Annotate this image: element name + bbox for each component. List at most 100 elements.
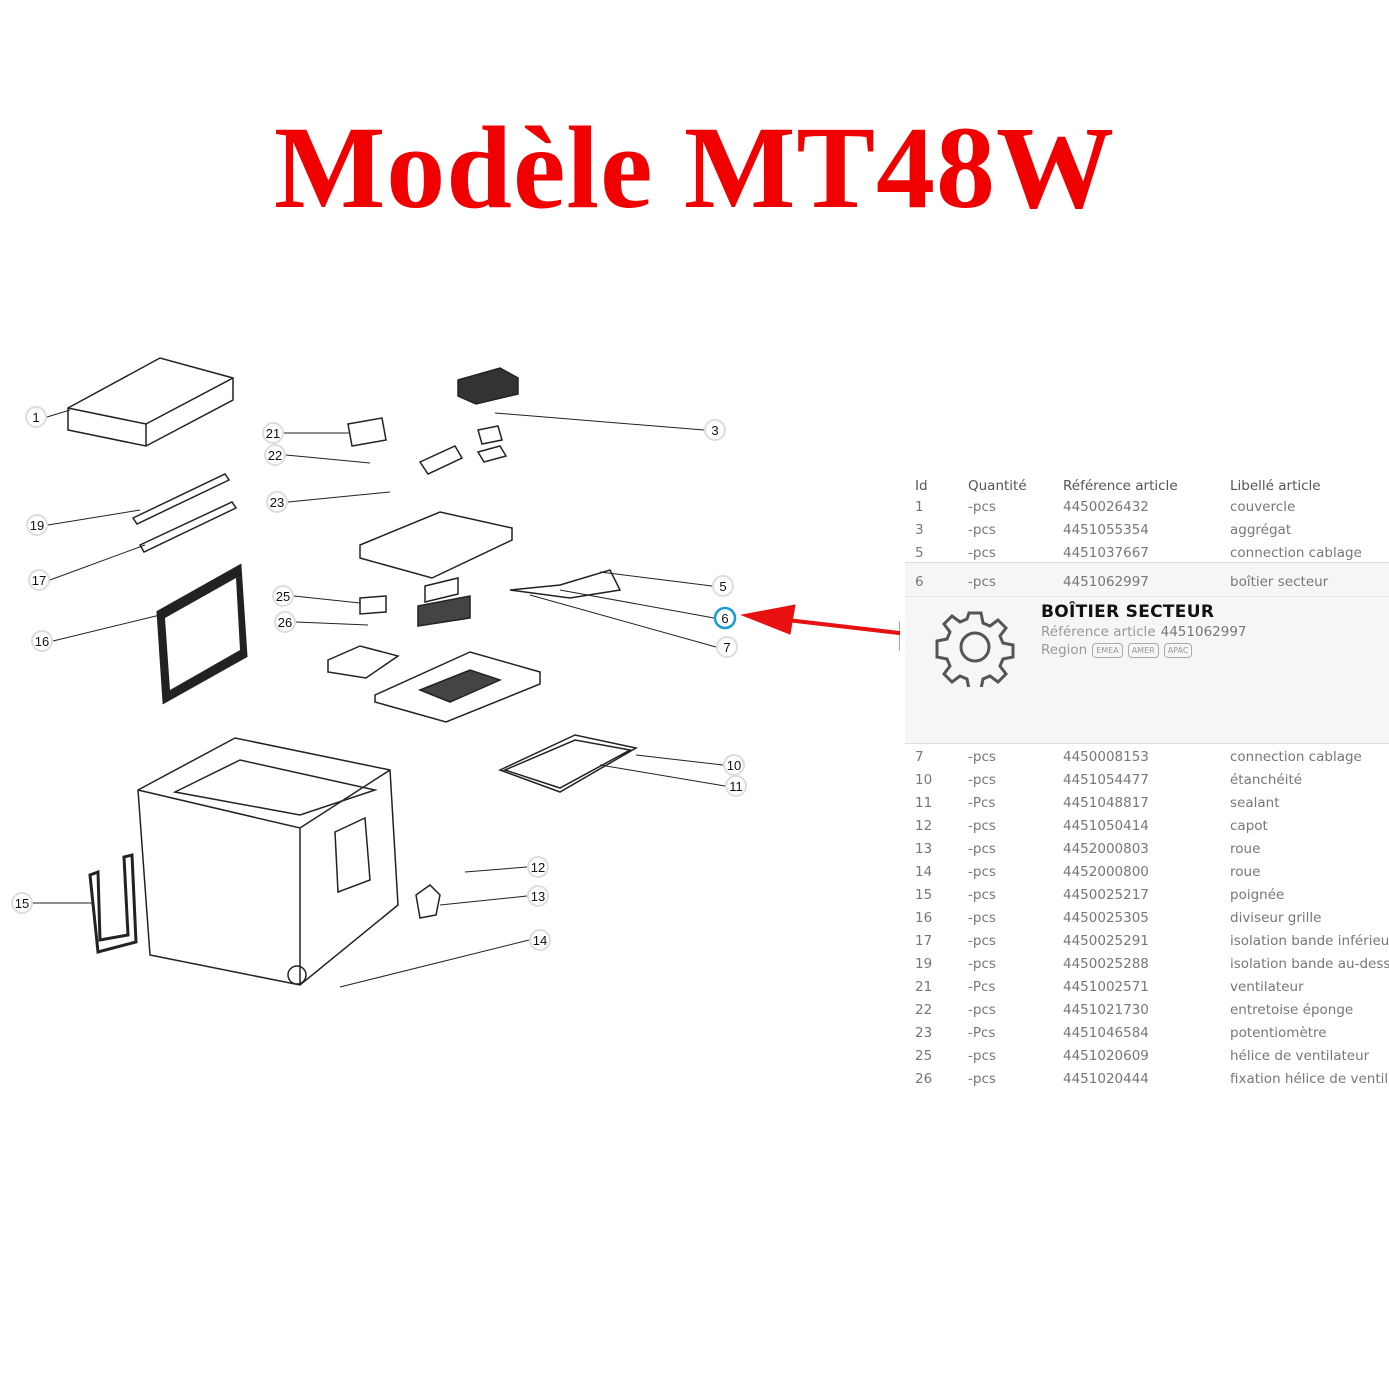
callout-17[interactable]: 17 — [28, 569, 50, 591]
callout-3[interactable]: 3 — [704, 419, 726, 441]
callout-circle — [712, 575, 734, 597]
callout-number: 23 — [270, 495, 284, 510]
callout-number: 26 — [278, 615, 292, 630]
ref-label: Référence article — [1041, 624, 1156, 640]
header-label[interactable]: Libellé article — [1230, 478, 1321, 494]
cell-label: diviseur grille — [1230, 910, 1322, 926]
parts-drawing — [67, 357, 639, 986]
cell-label: aggrégat — [1230, 522, 1292, 538]
cell-ref: 4450025305 — [1063, 910, 1149, 926]
cell-qty: -pcs — [968, 841, 996, 857]
callout-10[interactable]: 10 — [723, 754, 745, 776]
callout-11[interactable]: 11 — [725, 775, 747, 797]
page-title: Modèle MT48W — [273, 102, 1116, 233]
callout-13[interactable]: 13 — [527, 885, 549, 907]
part-strip-top — [131, 473, 231, 525]
header-ref[interactable]: Référence article — [1063, 478, 1178, 494]
callout-circle — [31, 630, 53, 652]
callout-19[interactable]: 19 — [26, 514, 48, 536]
cell-id: 23 — [915, 1025, 933, 1041]
callout-circle — [11, 892, 33, 914]
table-row-selected[interactable]: 6 -pcs 4451062997 boîtier secteur — [905, 563, 1389, 597]
cell-qty: -pcs — [968, 1071, 996, 1087]
callout-5[interactable]: 5 — [712, 575, 734, 597]
cell-ref: 4451037667 — [1063, 545, 1149, 561]
callout-14[interactable]: 14 — [529, 929, 551, 951]
cell-qty: -pcs — [968, 910, 996, 926]
callout-number: 19 — [30, 518, 44, 533]
callout-6[interactable]: 6 — [713, 606, 737, 630]
callout-1[interactable]: 1 — [25, 406, 47, 428]
part-aggregate — [457, 367, 519, 405]
header-id[interactable]: Id — [915, 478, 928, 494]
callout-circle — [266, 491, 288, 513]
cell-ref: 4451002571 — [1063, 979, 1149, 995]
cell-id: 21 — [915, 979, 933, 995]
cell-qty: -pcs — [968, 818, 996, 834]
callout-number: 3 — [711, 423, 718, 438]
part-regions: Region EMEA AMER APAC — [1041, 642, 1193, 658]
cell-ref: 4451054477 — [1063, 772, 1149, 788]
cell-ref: 4450025291 — [1063, 933, 1149, 949]
part-frame — [374, 651, 541, 723]
part-handle — [88, 853, 138, 954]
callout-circle — [713, 606, 737, 630]
header-qty[interactable]: Quantité — [968, 478, 1027, 494]
callout-21[interactable]: 21 — [262, 422, 284, 444]
callout-26[interactable]: 26 — [274, 611, 296, 633]
cell-qty: -pcs — [968, 933, 996, 949]
callout-number: 11 — [729, 779, 743, 794]
cell-label: isolation bande au-dessus — [1230, 956, 1389, 972]
cell-label: potentiomètre — [1230, 1025, 1327, 1041]
region-tag: EMEA — [1092, 642, 1123, 658]
part-box — [137, 737, 399, 986]
callout-25[interactable]: 25 — [272, 585, 294, 607]
cell-id: 19 — [915, 956, 933, 972]
cell-id: 15 — [915, 887, 933, 903]
cell-label: connection cablage — [1230, 545, 1362, 561]
callout-circle — [25, 406, 47, 428]
cell-qty: -pcs — [968, 772, 996, 788]
cell-label: étanchéité — [1230, 772, 1303, 788]
cell-id: 25 — [915, 1048, 933, 1064]
callout-number: 12 — [531, 860, 545, 875]
cell-id: 6 — [915, 574, 924, 590]
callout-23[interactable]: 23 — [266, 491, 288, 513]
callout-12[interactable]: 12 — [527, 856, 549, 878]
leader-lines — [33, 409, 726, 988]
cell-label: capot — [1230, 818, 1268, 834]
cell-qty: -Pcs — [968, 795, 996, 811]
callout-number: 1 — [32, 410, 39, 425]
region-label: Region — [1041, 642, 1088, 658]
callout-circle — [264, 444, 286, 466]
callout-7[interactable]: 7 — [716, 636, 738, 658]
callout-15[interactable]: 15 — [11, 892, 33, 914]
callout-22[interactable]: 22 — [264, 444, 286, 466]
callout-16[interactable]: 16 — [31, 630, 53, 652]
cell-label: roue — [1230, 864, 1261, 880]
cell-id: 7 — [915, 749, 924, 765]
callout-number: 16 — [35, 634, 49, 649]
cell-qty: -pcs — [968, 499, 996, 515]
cell-ref: 4451021730 — [1063, 1002, 1149, 1018]
